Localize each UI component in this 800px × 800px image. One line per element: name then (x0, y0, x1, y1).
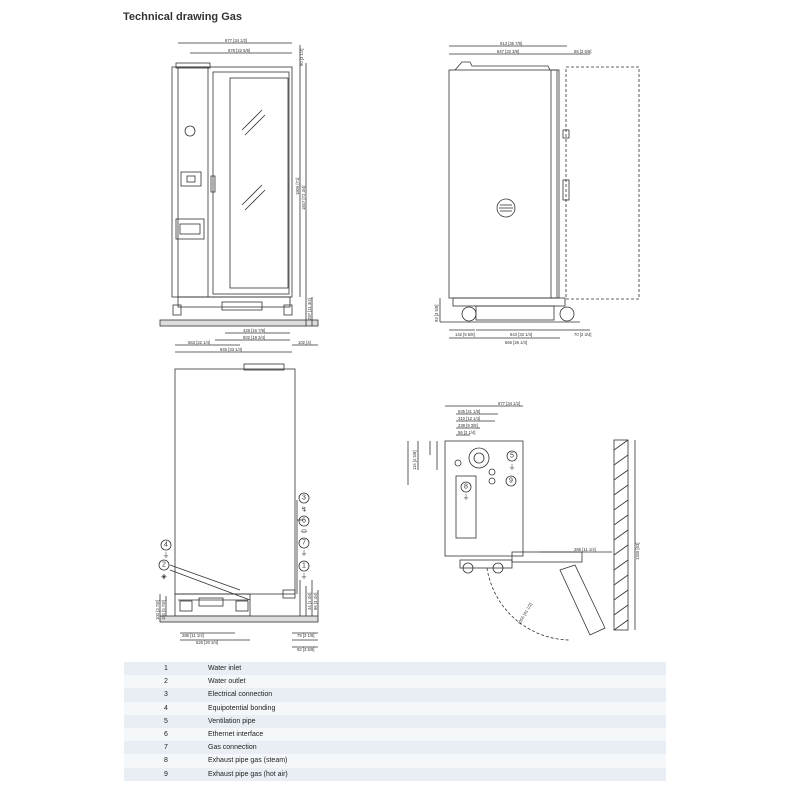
rear-view: 286 [11 1/4] 526 [20 3/4] 79 [3 1/8] 92 … (155, 363, 319, 652)
water-inlet-icon: ⏚ (301, 573, 308, 581)
dim-label: 96 [3 3/4] (313, 593, 318, 610)
svg-text:9: 9 (509, 478, 513, 485)
legend-number: 3 (124, 688, 208, 702)
front-view: 877 [34 1/2] 878 [22 5/8] 90 [3 1/2] 180… (159, 38, 319, 353)
dim-label: 1806 [71] (295, 178, 300, 195)
callout-6: 6 (298, 515, 310, 527)
dim-label: 100 [3 7/8] (155, 600, 160, 620)
callout-4: 4 (160, 539, 172, 551)
svg-text:7: 7 (302, 540, 306, 547)
dim-label: 93 [3 5/8] (434, 305, 439, 322)
legend-number: 6 (124, 727, 208, 742)
dim-label: 116 [4 5/8] (412, 451, 417, 470)
dim-label: 310 [12 1/4] (458, 416, 480, 421)
legend-label: Water outlet (208, 675, 666, 689)
dim-label: 1847 [72 3/4] (301, 186, 306, 210)
svg-text:1: 1 (302, 563, 306, 570)
dim-label: 877 [34 1/2] (225, 38, 247, 43)
callout-3: 3 (298, 492, 310, 504)
legend-label: Ethernet interface (208, 727, 666, 742)
page-title: Technical drawing Gas (123, 11, 242, 23)
callout-7: 7 (298, 537, 310, 549)
legend-number: 7 (124, 741, 208, 755)
dim-label: 142 [5 5/8] (455, 332, 475, 337)
dim-label: 70 [2 3/4] (574, 332, 591, 337)
water-outlet-icon: ◈ (161, 574, 167, 581)
dim-label: 79 [3 1/8] (297, 633, 314, 638)
dim-label: 150 [5 7/8] (161, 600, 166, 620)
legend-label: Exhaust pipe gas (hot air) (208, 767, 666, 781)
callout-2: 2 (158, 559, 170, 571)
legend-label: Electrical connection (208, 688, 666, 702)
side-view: 913 [35 7/8] 847 [33 3/8] 65 [2 5/8] 93 … (434, 41, 640, 345)
legend-number: 8 (124, 754, 208, 768)
top-view: 877 [34 1/2] 535 [21 1/8] 310 [12 1/4] 2… (407, 401, 640, 641)
dim-label: 286 [11 1/4] (182, 633, 204, 638)
svg-text:6: 6 (302, 518, 306, 525)
svg-text:3: 3 (302, 495, 306, 502)
legend-number: 5 (124, 714, 208, 728)
dim-label: 535 [21 1/8] (458, 409, 480, 414)
dim-label: 502 [19 3/4] (243, 335, 265, 340)
dim-label: 913 [35 7/8] (500, 41, 522, 46)
svg-text:8: 8 (464, 484, 468, 491)
legend-label: Equipotential bonding (208, 701, 666, 715)
gas-icon: ⏚ (301, 550, 308, 558)
dim-label: 56 [2 1/4] (458, 430, 475, 435)
dim-label: 90 [3 1/2] (299, 49, 304, 66)
legend-label: Water inlet (208, 662, 666, 676)
callout-5: 5 (506, 450, 518, 462)
dim-label: 1055 [41 1/2] (517, 602, 534, 626)
legend-number: 1 (124, 662, 208, 676)
dim-label: 286 [11 1/4] (574, 547, 596, 552)
svg-text:5: 5 (510, 453, 514, 460)
electrical-icon: ↯ (301, 506, 307, 514)
dim-label: 65 [2 5/8] (574, 49, 591, 54)
dim-label: 847 [33 3/8] (497, 49, 519, 54)
equipotential-icon: ⏚ (163, 552, 170, 560)
svg-text:2: 2 (162, 562, 166, 569)
legend-label: Gas connection (208, 741, 666, 755)
legend-number: 4 (124, 701, 208, 715)
dim-label: 92 [3 5/8] (297, 647, 314, 652)
legend-label: Ventilation pipe (208, 714, 666, 728)
svg-text:4: 4 (164, 542, 168, 549)
ventilation-icon: ⏚ (509, 464, 516, 472)
legend-label: Exhaust pipe gas (steam) (208, 754, 666, 768)
callout-1: 1 (298, 560, 310, 572)
ethernet-icon: ⏛ (301, 529, 308, 536)
dim-label: 665 [26 1/4] (505, 340, 527, 345)
callout-8: 8 (460, 481, 472, 493)
callout-9: 9 (505, 475, 517, 487)
exhaust-icon: ⏚ (463, 494, 470, 502)
dim-label: 428 [16 7/8] (243, 328, 265, 333)
dim-label: 102 [4] (298, 340, 311, 345)
dim-label: 1345 [53] (635, 543, 640, 560)
dim-label: 845 [33 1/4] (220, 347, 242, 352)
dim-label: 843 [33 1/4] (510, 332, 532, 337)
legend-number: 2 (124, 675, 208, 689)
dim-label: 239 [9 3/8] (458, 423, 478, 428)
legend-number: 9 (124, 767, 208, 781)
dim-label: 44 [1 3/4] (307, 593, 312, 610)
dim-label: 878 [22 5/8] (228, 48, 250, 53)
dim-label: 563 [22 1/4] (188, 340, 210, 345)
dim-label: 526 [20 3/4] (196, 640, 218, 645)
dim-label: 877 [34 1/2] (498, 401, 520, 406)
dim-label: 297 [11 3/4] (307, 298, 312, 320)
